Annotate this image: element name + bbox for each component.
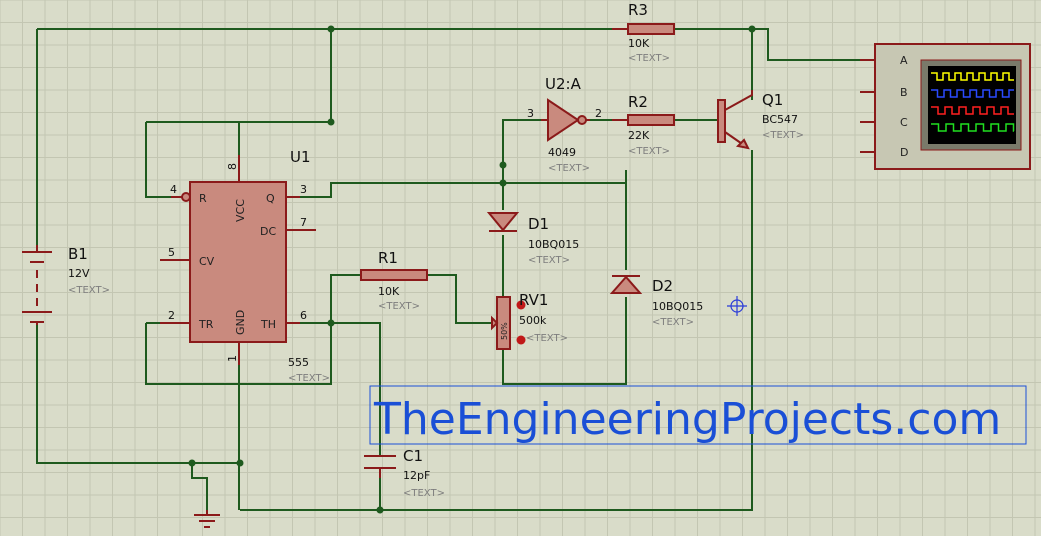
diode-d1[interactable]: D1 10BQ015 <TEXT> — [486, 212, 579, 266]
resistor-r1[interactable]: R1 10K <TEXT> — [360, 249, 428, 312]
d1-ref: D1 — [528, 215, 549, 233]
u2a-text: <TEXT> — [548, 163, 590, 174]
resistor-r2[interactable]: R2 22K <TEXT> — [612, 93, 675, 157]
crosshair-cursor-icon — [727, 296, 747, 316]
d1-text: <TEXT> — [528, 255, 570, 266]
oscilloscope[interactable]: A B C D — [874, 43, 1031, 170]
d2-text: <TEXT> — [652, 317, 694, 328]
u1-pin-th-label: TH — [260, 318, 276, 331]
r1-ref: R1 — [378, 249, 398, 267]
r2-ref: R2 — [628, 93, 648, 111]
rv1-ref: RV1 — [519, 291, 548, 309]
u1-pin3: 3 — [300, 183, 307, 196]
scope-traces — [931, 72, 1015, 132]
u1-pin-tr-label: TR — [198, 318, 214, 331]
u1-pin-cv-label: CV — [199, 255, 215, 268]
transistor-q1[interactable]: Q1 BC547 <TEXT> — [717, 90, 804, 150]
rv1-wiper: 50% — [500, 322, 509, 340]
d2-ref: D2 — [652, 277, 673, 295]
c1-ref: C1 — [403, 447, 423, 465]
u1-pin-dc-label: DC — [260, 225, 276, 238]
wires — [36, 28, 875, 511]
d1-value: 10BQ015 — [528, 238, 579, 251]
b1-value: 12V — [68, 267, 90, 280]
battery-b1[interactable]: B1 12V <TEXT> — [22, 245, 110, 325]
scope-channel-d: D — [900, 146, 908, 159]
junction-dots — [188, 25, 756, 514]
u2a-pin-in: 3 — [527, 107, 534, 120]
u1-pin6: 6 — [300, 309, 307, 322]
r3-ref: R3 — [628, 1, 648, 19]
u1-pin5: 5 — [168, 246, 175, 259]
r1-text: <TEXT> — [378, 301, 420, 312]
c1-value: 12pF — [403, 469, 430, 482]
inverter-u2a[interactable]: U2:A 3 2 4049 <TEXT> — [527, 75, 602, 174]
u1-pin-r-label: R — [199, 192, 207, 205]
u1-text: <TEXT> — [288, 373, 330, 384]
u1-pin-vcc-label: VCC — [234, 199, 247, 222]
scope-trace-c — [931, 106, 1014, 115]
watermark-text: TheEngineeringProjects.com — [373, 394, 1001, 445]
scope-trace-a — [931, 72, 1014, 81]
potentiometer-rv1[interactable]: RV1 500k <TEXT> 50% — [491, 291, 568, 350]
u2a-ref: U2:A — [545, 75, 582, 93]
b1-ref: B1 — [68, 245, 88, 263]
c1-text: <TEXT> — [403, 488, 445, 499]
watermark: TheEngineeringProjects.com — [369, 385, 1027, 445]
u1-value: 555 — [288, 356, 309, 369]
u2a-value: 4049 — [548, 146, 576, 159]
u1-pin-gnd-label: GND — [234, 310, 247, 335]
q1-text: <TEXT> — [762, 130, 804, 141]
r2-text: <TEXT> — [628, 146, 670, 157]
capacitor-c1[interactable]: C1 12pF <TEXT> — [364, 447, 445, 499]
u1-pin7: 7 — [300, 216, 307, 229]
resistor-r3[interactable]: R3 10K <TEXT> — [612, 1, 675, 64]
q1-value: BC547 — [762, 113, 798, 126]
diode-d2[interactable]: D2 10BQ015 <TEXT> — [609, 275, 703, 328]
u1-pin1: 1 — [226, 355, 239, 362]
timer-u1[interactable]: U1 4 8 3 7 5 2 6 1 R VCC Q DC CV TR GND … — [160, 148, 330, 384]
q1-ref: Q1 — [762, 91, 783, 109]
d2-value: 10BQ015 — [652, 300, 703, 313]
scope-trace-b — [931, 89, 1014, 98]
r1-value: 10K — [378, 285, 400, 298]
u1-ref: U1 — [290, 148, 311, 166]
r2-value: 22K — [628, 129, 650, 142]
u1-pin2: 2 — [168, 309, 175, 322]
scope-trace-d — [931, 123, 1015, 132]
r3-value: 10K — [628, 37, 650, 50]
scope-channel-b: B — [900, 86, 908, 99]
scope-channel-c: C — [900, 116, 908, 129]
u1-pin-q-label: Q — [266, 192, 275, 205]
ground-icon — [194, 510, 220, 528]
u1-pin4: 4 — [170, 183, 177, 196]
u2a-pin-out: 2 — [595, 107, 602, 120]
rv1-value: 500k — [519, 314, 547, 327]
scope-channel-a: A — [900, 54, 908, 67]
b1-text: <TEXT> — [68, 285, 110, 296]
u1-pin8: 8 — [226, 163, 239, 170]
r3-text: <TEXT> — [628, 53, 670, 64]
rv1-text: <TEXT> — [526, 333, 568, 344]
